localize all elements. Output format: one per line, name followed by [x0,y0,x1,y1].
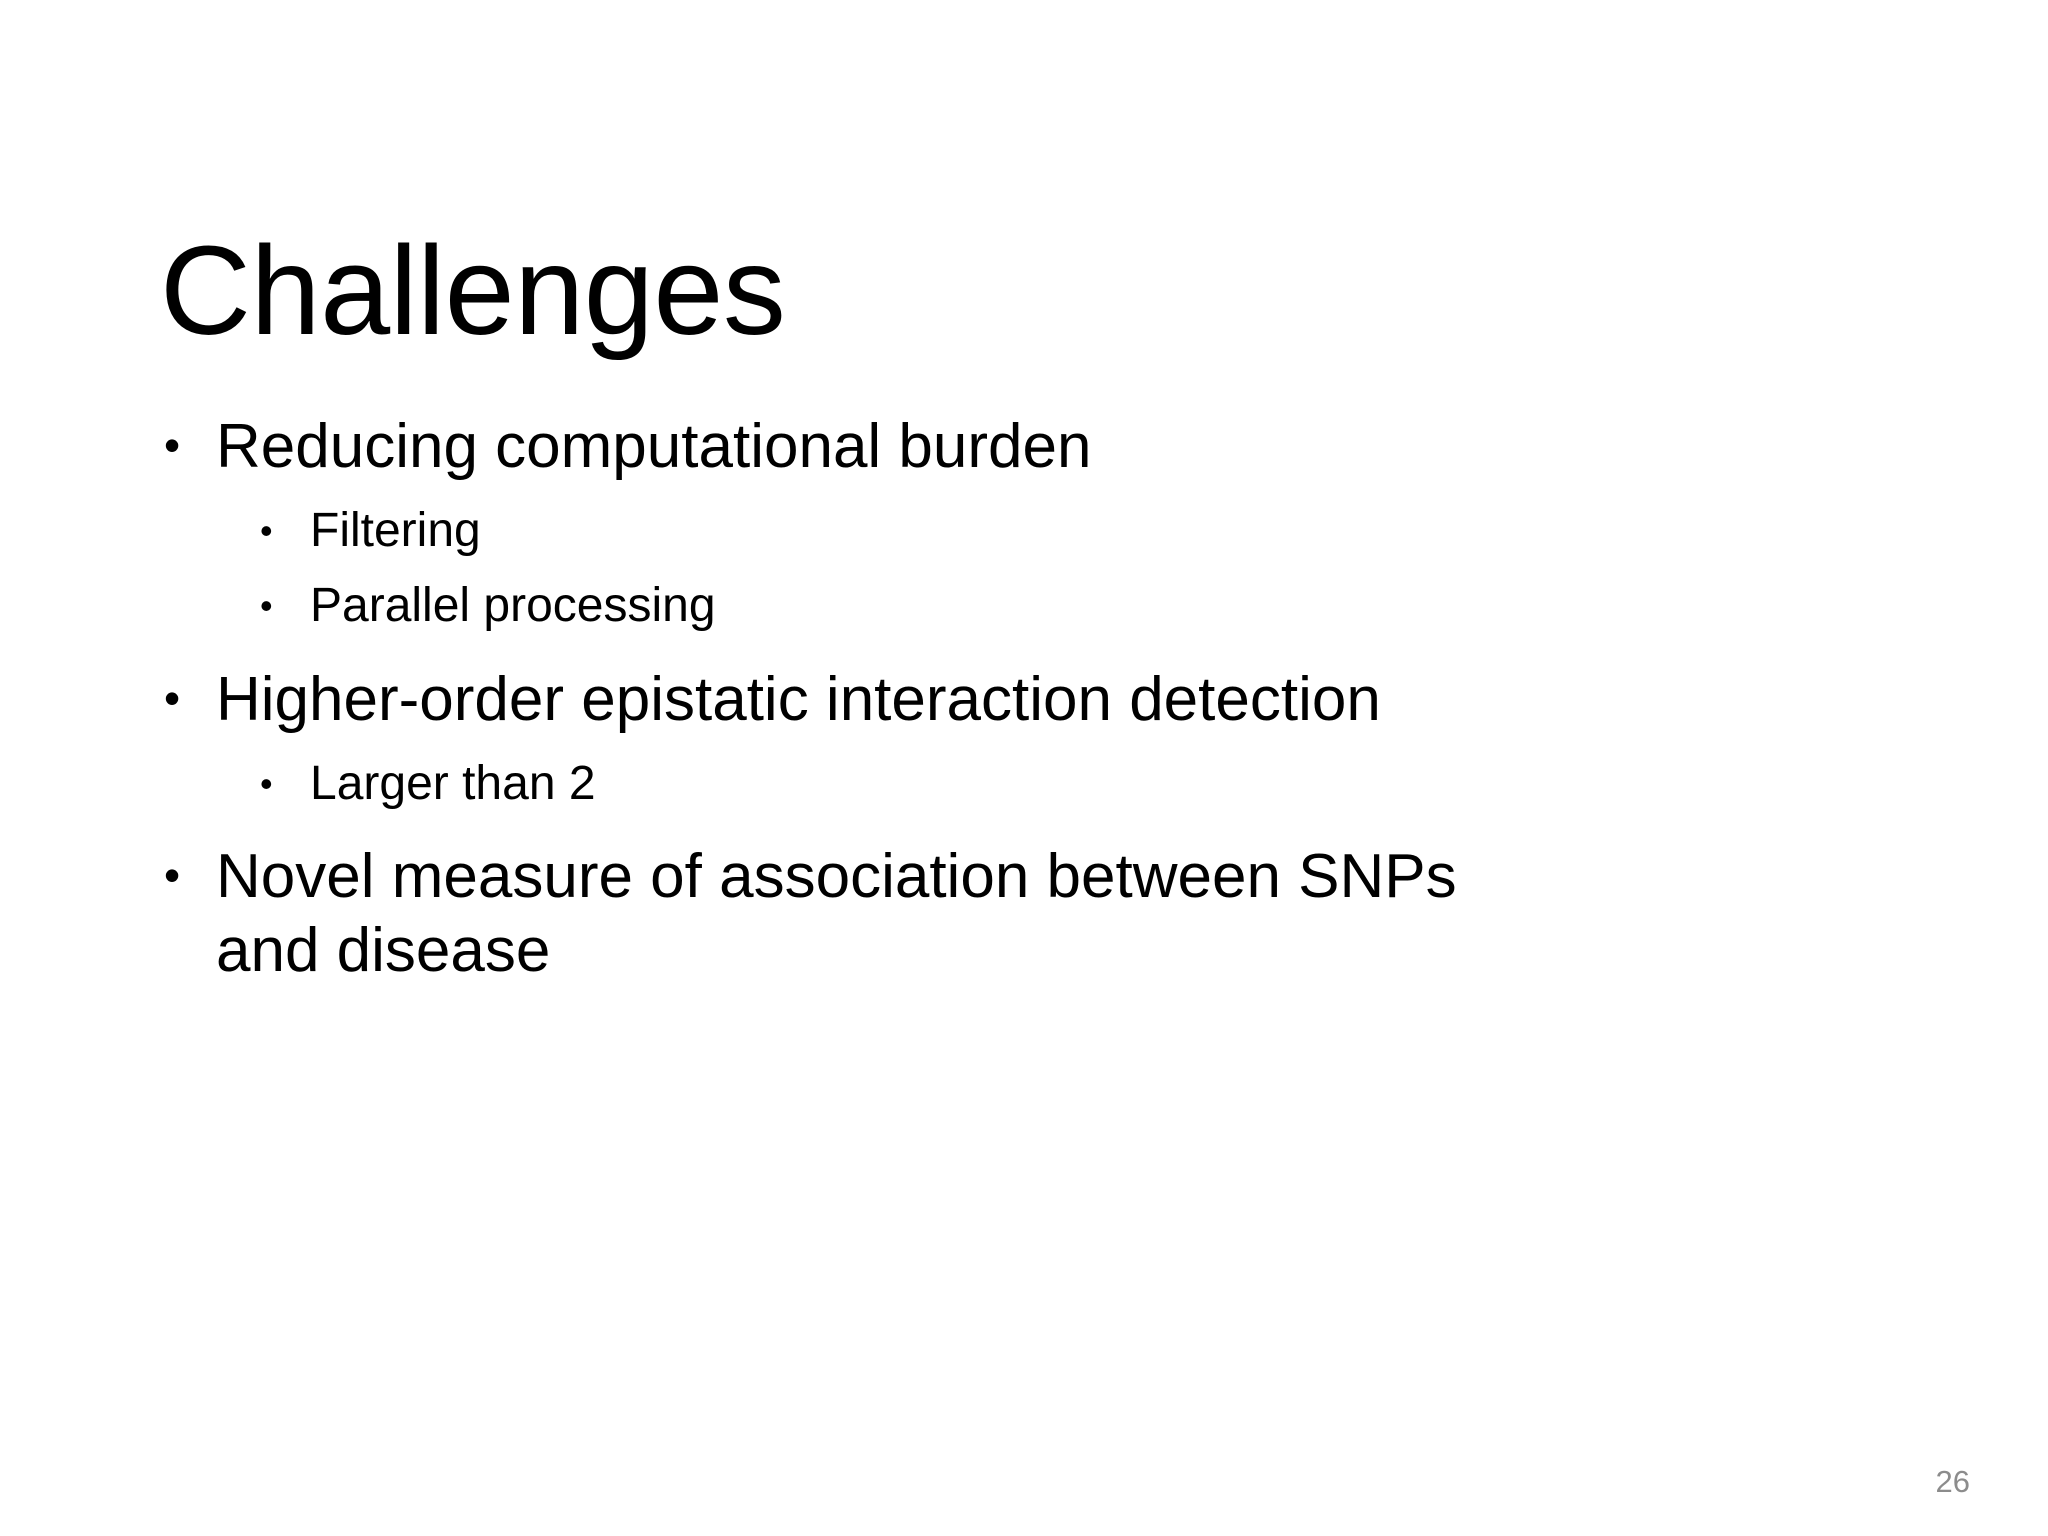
bullet-icon: • [260,509,273,551]
spacer [160,635,1860,651]
list-item-label: Novel measure of association between SNP… [216,842,1457,986]
bullet-icon: • [164,419,181,471]
list-item: • Reducing computational burden [160,410,1860,484]
page-number: 26 [1935,1464,1970,1499]
bullet-icon: • [260,762,273,804]
bullet-list: • Reducing computational burden • Filter… [160,398,1860,988]
list-item: • Novel measure of association between S… [160,840,1860,988]
list-item: • Higher-order epistatic interaction det… [160,663,1860,737]
list-item: • Larger than 2 [160,755,1860,813]
list-item-label: Filtering [310,503,481,557]
bullet-icon: • [164,849,181,902]
list-item: • Filtering [160,502,1860,560]
spacer [160,812,1860,828]
list-item-label: Higher-order epistatic interaction detec… [216,664,1381,734]
list-item: • Parallel processing [160,577,1860,635]
bullet-icon: • [260,585,273,627]
bullet-icon: • [164,671,181,724]
list-item-label: Parallel processing [310,579,716,633]
list-item-label: Larger than 2 [310,756,596,810]
list-item-label: Reducing computational burden [216,412,1092,481]
page-title: Challenges [160,220,786,362]
